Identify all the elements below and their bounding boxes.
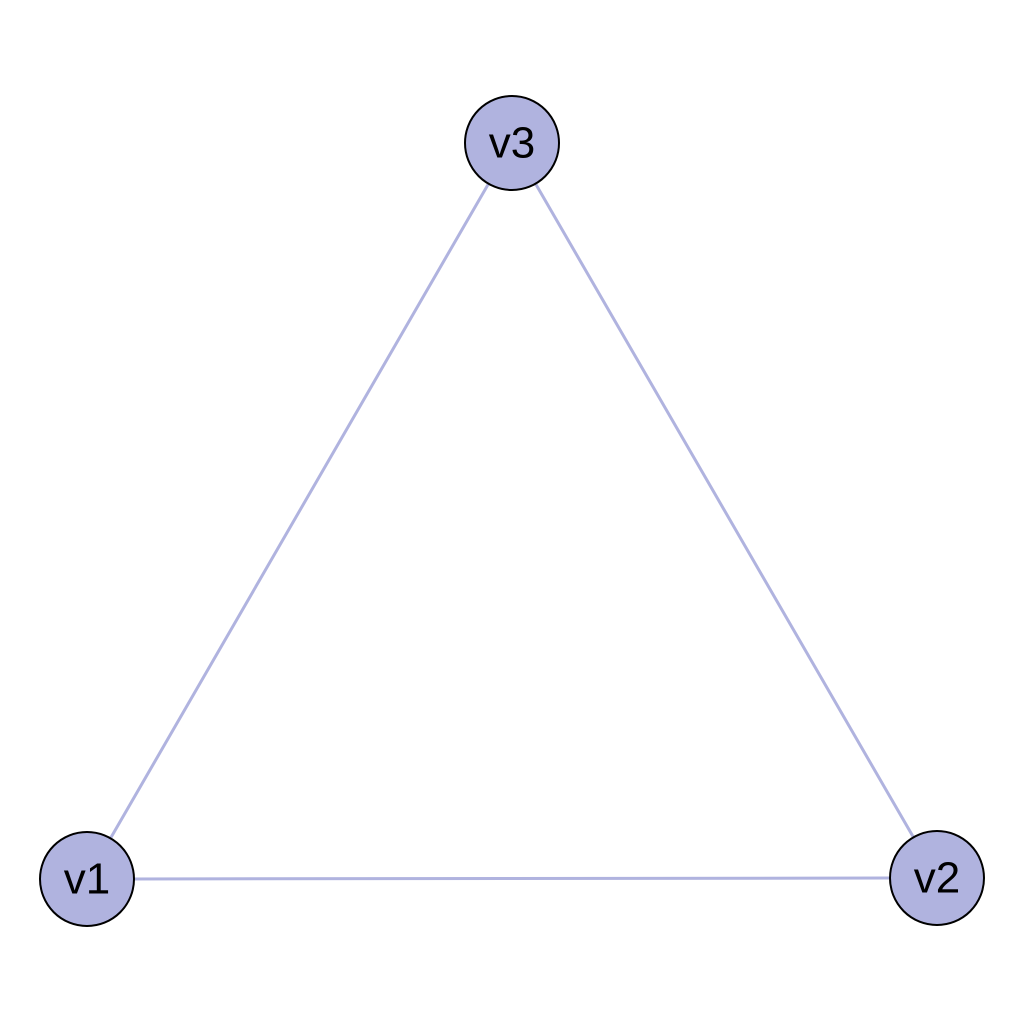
edge-v1-v2 <box>85 876 939 881</box>
node-v3: v3 <box>464 95 560 191</box>
nodes-layer: v1 v2 v3 <box>39 95 985 927</box>
edge-v2-v3 <box>510 141 939 880</box>
node-label-v2: v2 <box>914 854 960 903</box>
node-circle-v2 <box>889 830 985 926</box>
edges-layer <box>85 141 939 881</box>
node-label-v3: v3 <box>489 119 535 168</box>
node-v2: v2 <box>889 830 985 926</box>
node-circle-v1 <box>39 831 135 927</box>
node-v1: v1 <box>39 831 135 927</box>
edge-v3-v1 <box>85 141 514 881</box>
node-circle-v3 <box>464 95 560 191</box>
node-label-v1: v1 <box>64 855 110 904</box>
